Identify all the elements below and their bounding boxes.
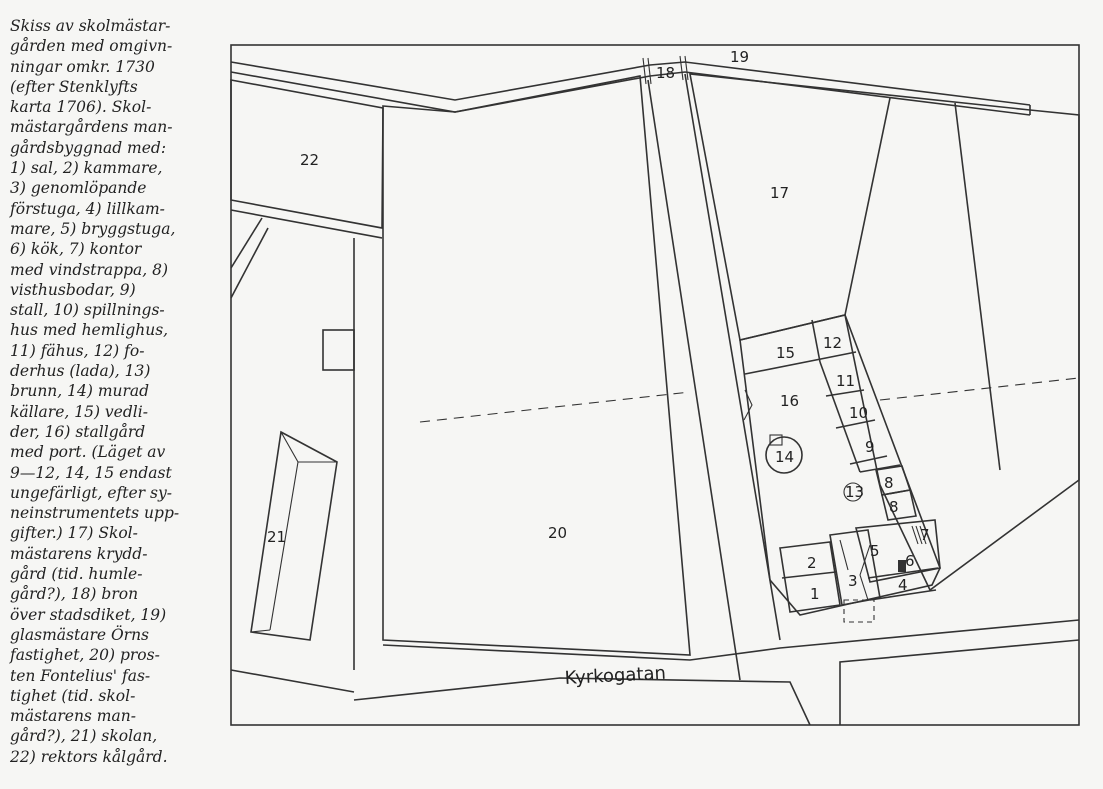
plot-20 <box>382 75 691 656</box>
label-19: 19 <box>730 48 749 66</box>
label-3: 3 <box>848 572 858 590</box>
label-14: 14 <box>775 448 794 466</box>
caption-line: ungefärligt, efter sy- <box>10 483 172 502</box>
yard-complex <box>739 314 941 623</box>
caption-line: 1) sal, 2) kammare, <box>10 159 163 178</box>
label-21: 21 <box>267 528 286 546</box>
caption-line: ningar omkr. 1730 <box>10 57 155 76</box>
caption-line: derhus (lada), 13) <box>10 362 151 381</box>
caption-line: gård?), 18) bron <box>10 585 139 604</box>
caption-line: visthusbodar, 9) <box>10 280 136 299</box>
caption-line: mästarens krydd- <box>10 544 148 563</box>
caption-line: brunn, 14) murad <box>10 382 150 401</box>
label-17: 17 <box>770 184 789 202</box>
central-lane <box>647 73 781 681</box>
label-20: 20 <box>548 524 567 542</box>
plot-22 <box>230 79 384 229</box>
label-4: 4 <box>898 576 908 594</box>
caption-line: 3) genomlöpande <box>10 179 147 198</box>
map-frame <box>230 44 1080 726</box>
bridge-18 <box>642 55 689 85</box>
dashed-boundary-east <box>879 377 1080 401</box>
caption-line: källare, 15) vedli- <box>10 402 148 421</box>
caption-line: med vindstrappa, 8) <box>10 260 169 279</box>
caption-line: 22) rektors kålgård. <box>10 747 168 766</box>
label-10: 10 <box>849 404 868 422</box>
label-12: 12 <box>823 334 842 352</box>
caption-line: mästargårdens man- <box>10 118 173 137</box>
caption-line: över stadsdiket, 19) <box>10 605 167 624</box>
caption-line: neinstrumentets upp- <box>10 504 180 523</box>
label-8b: 8 <box>889 498 899 516</box>
label-2: 2 <box>807 554 817 572</box>
label-22: 22 <box>300 151 319 169</box>
caption-line: gifter.) 17) Skol- <box>10 524 138 543</box>
label-13: 13 <box>845 483 864 501</box>
caption-line: stall, 10) spillnings- <box>10 301 165 320</box>
caption-line: ten Fontelius' fas- <box>10 666 151 685</box>
map-caption: Skiss av skolmästar-gården med omgivn-ni… <box>10 16 215 767</box>
west-street <box>230 217 355 693</box>
street-name-kyrkogatan: Kyrkogatan <box>564 663 666 689</box>
label-6: 6 <box>905 552 915 570</box>
caption-line: fastighet, 20) pros- <box>10 646 160 665</box>
caption-line: der, 16) stallgård <box>10 422 146 441</box>
caption-line: Skiss av skolmästar- <box>10 17 171 35</box>
caption-line: tighet (tid. skol- <box>10 686 136 705</box>
caption-line: 9—12, 14, 15 endast <box>10 463 172 482</box>
label-8a: 8 <box>884 474 894 492</box>
label-7: 7 <box>920 526 930 544</box>
caption-line: 6) kök, 7) kontor <box>10 240 142 259</box>
label-1: 1 <box>810 585 820 603</box>
label-5: 5 <box>870 542 880 560</box>
caption-line: gård (tid. humle- <box>10 565 143 584</box>
label-11: 11 <box>836 372 855 390</box>
caption-line: hus med hemlighus, <box>10 321 169 340</box>
caption-line: mare, 5) bryggstuga, <box>10 219 176 238</box>
caption-line: gård?), 21) skolan, <box>10 727 158 746</box>
caption-line: förstuga, 4) lillkam- <box>10 199 165 218</box>
caption-line: gårdsbyggnad med: <box>10 138 167 157</box>
plot-17 <box>689 73 1080 592</box>
caption-line: gården med omgivn- <box>10 37 173 56</box>
caption-line: glasmästare Örns <box>10 625 150 644</box>
kyrkogatan-street <box>353 619 1080 726</box>
caption-line: mästarens man- <box>10 707 136 726</box>
label-15: 15 <box>776 344 795 362</box>
north-boundary-road <box>230 61 1031 116</box>
school-building-21 <box>250 430 338 641</box>
caption-line: med port. (Läget av <box>10 443 166 462</box>
label-9: 9 <box>865 438 875 456</box>
label-18: 18 <box>656 64 675 82</box>
dashed-boundary-west <box>419 391 691 423</box>
caption-line: 11) fähus, 12) fo- <box>10 341 145 360</box>
caption-line: karta 1706). Skol- <box>10 98 152 117</box>
label-16: 16 <box>780 392 799 410</box>
caption-line: (efter Stenklyfts <box>10 77 138 96</box>
